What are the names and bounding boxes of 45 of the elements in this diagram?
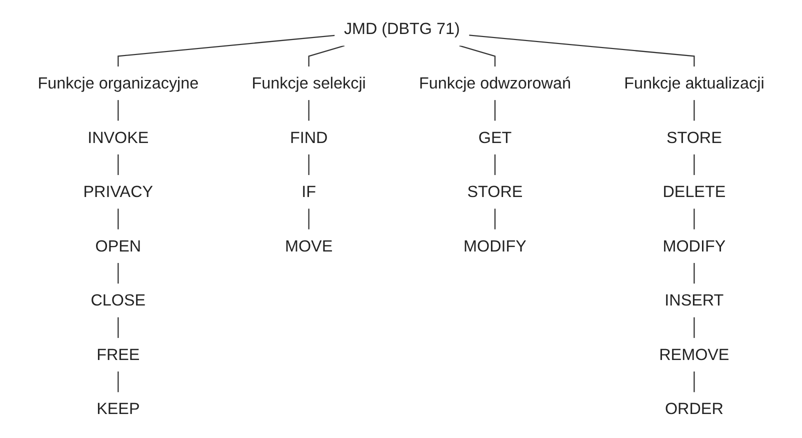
connector bbox=[308, 154, 310, 176]
node-text: KEEP bbox=[96, 399, 140, 418]
node-text: FREE bbox=[96, 344, 140, 364]
node-text: MODIFY bbox=[662, 236, 726, 255]
node-text: DELETE bbox=[662, 182, 726, 201]
connector bbox=[494, 100, 496, 121]
node-text: JMD (DBTG 71) bbox=[344, 19, 460, 38]
connector bbox=[308, 208, 310, 230]
node-text: PRIVACY bbox=[83, 182, 154, 201]
connector bbox=[118, 34, 335, 67]
connector bbox=[694, 371, 695, 392]
connector bbox=[694, 262, 695, 284]
node-text: Funkcje odwzorowań bbox=[419, 73, 571, 92]
connector bbox=[308, 45, 345, 67]
connector bbox=[118, 317, 119, 338]
node-text: OPEN bbox=[95, 236, 142, 255]
connector bbox=[118, 371, 119, 392]
connector bbox=[459, 45, 496, 67]
connector bbox=[694, 208, 695, 230]
node-text: FIND bbox=[290, 128, 328, 146]
connector bbox=[308, 100, 310, 121]
connector bbox=[694, 317, 695, 338]
connector bbox=[118, 154, 119, 176]
node-text: Funkcje aktualizacji bbox=[624, 73, 764, 92]
node-text: STORE bbox=[666, 128, 722, 146]
connector bbox=[469, 34, 695, 67]
connector bbox=[494, 208, 496, 230]
node-text: INSERT bbox=[664, 290, 724, 310]
node-text: INVOKE bbox=[88, 128, 149, 146]
node-text: IF bbox=[302, 182, 316, 201]
connector bbox=[118, 262, 119, 284]
connector bbox=[118, 208, 119, 230]
node-text: STORE bbox=[467, 182, 523, 201]
node-text: REMOVE bbox=[659, 344, 730, 364]
node-text: Funkcje selekcji bbox=[252, 73, 366, 92]
node-text: Funkcje organizacyjne bbox=[38, 73, 199, 92]
connector bbox=[694, 100, 695, 121]
node-text: GET bbox=[478, 128, 512, 146]
node-text: MOVE bbox=[285, 236, 333, 255]
node-text: CLOSE bbox=[90, 290, 146, 310]
node-text: ORDER bbox=[664, 399, 724, 418]
connector bbox=[694, 154, 695, 176]
connector bbox=[118, 100, 119, 121]
node-text: MODIFY bbox=[464, 236, 526, 255]
connector bbox=[494, 154, 496, 176]
